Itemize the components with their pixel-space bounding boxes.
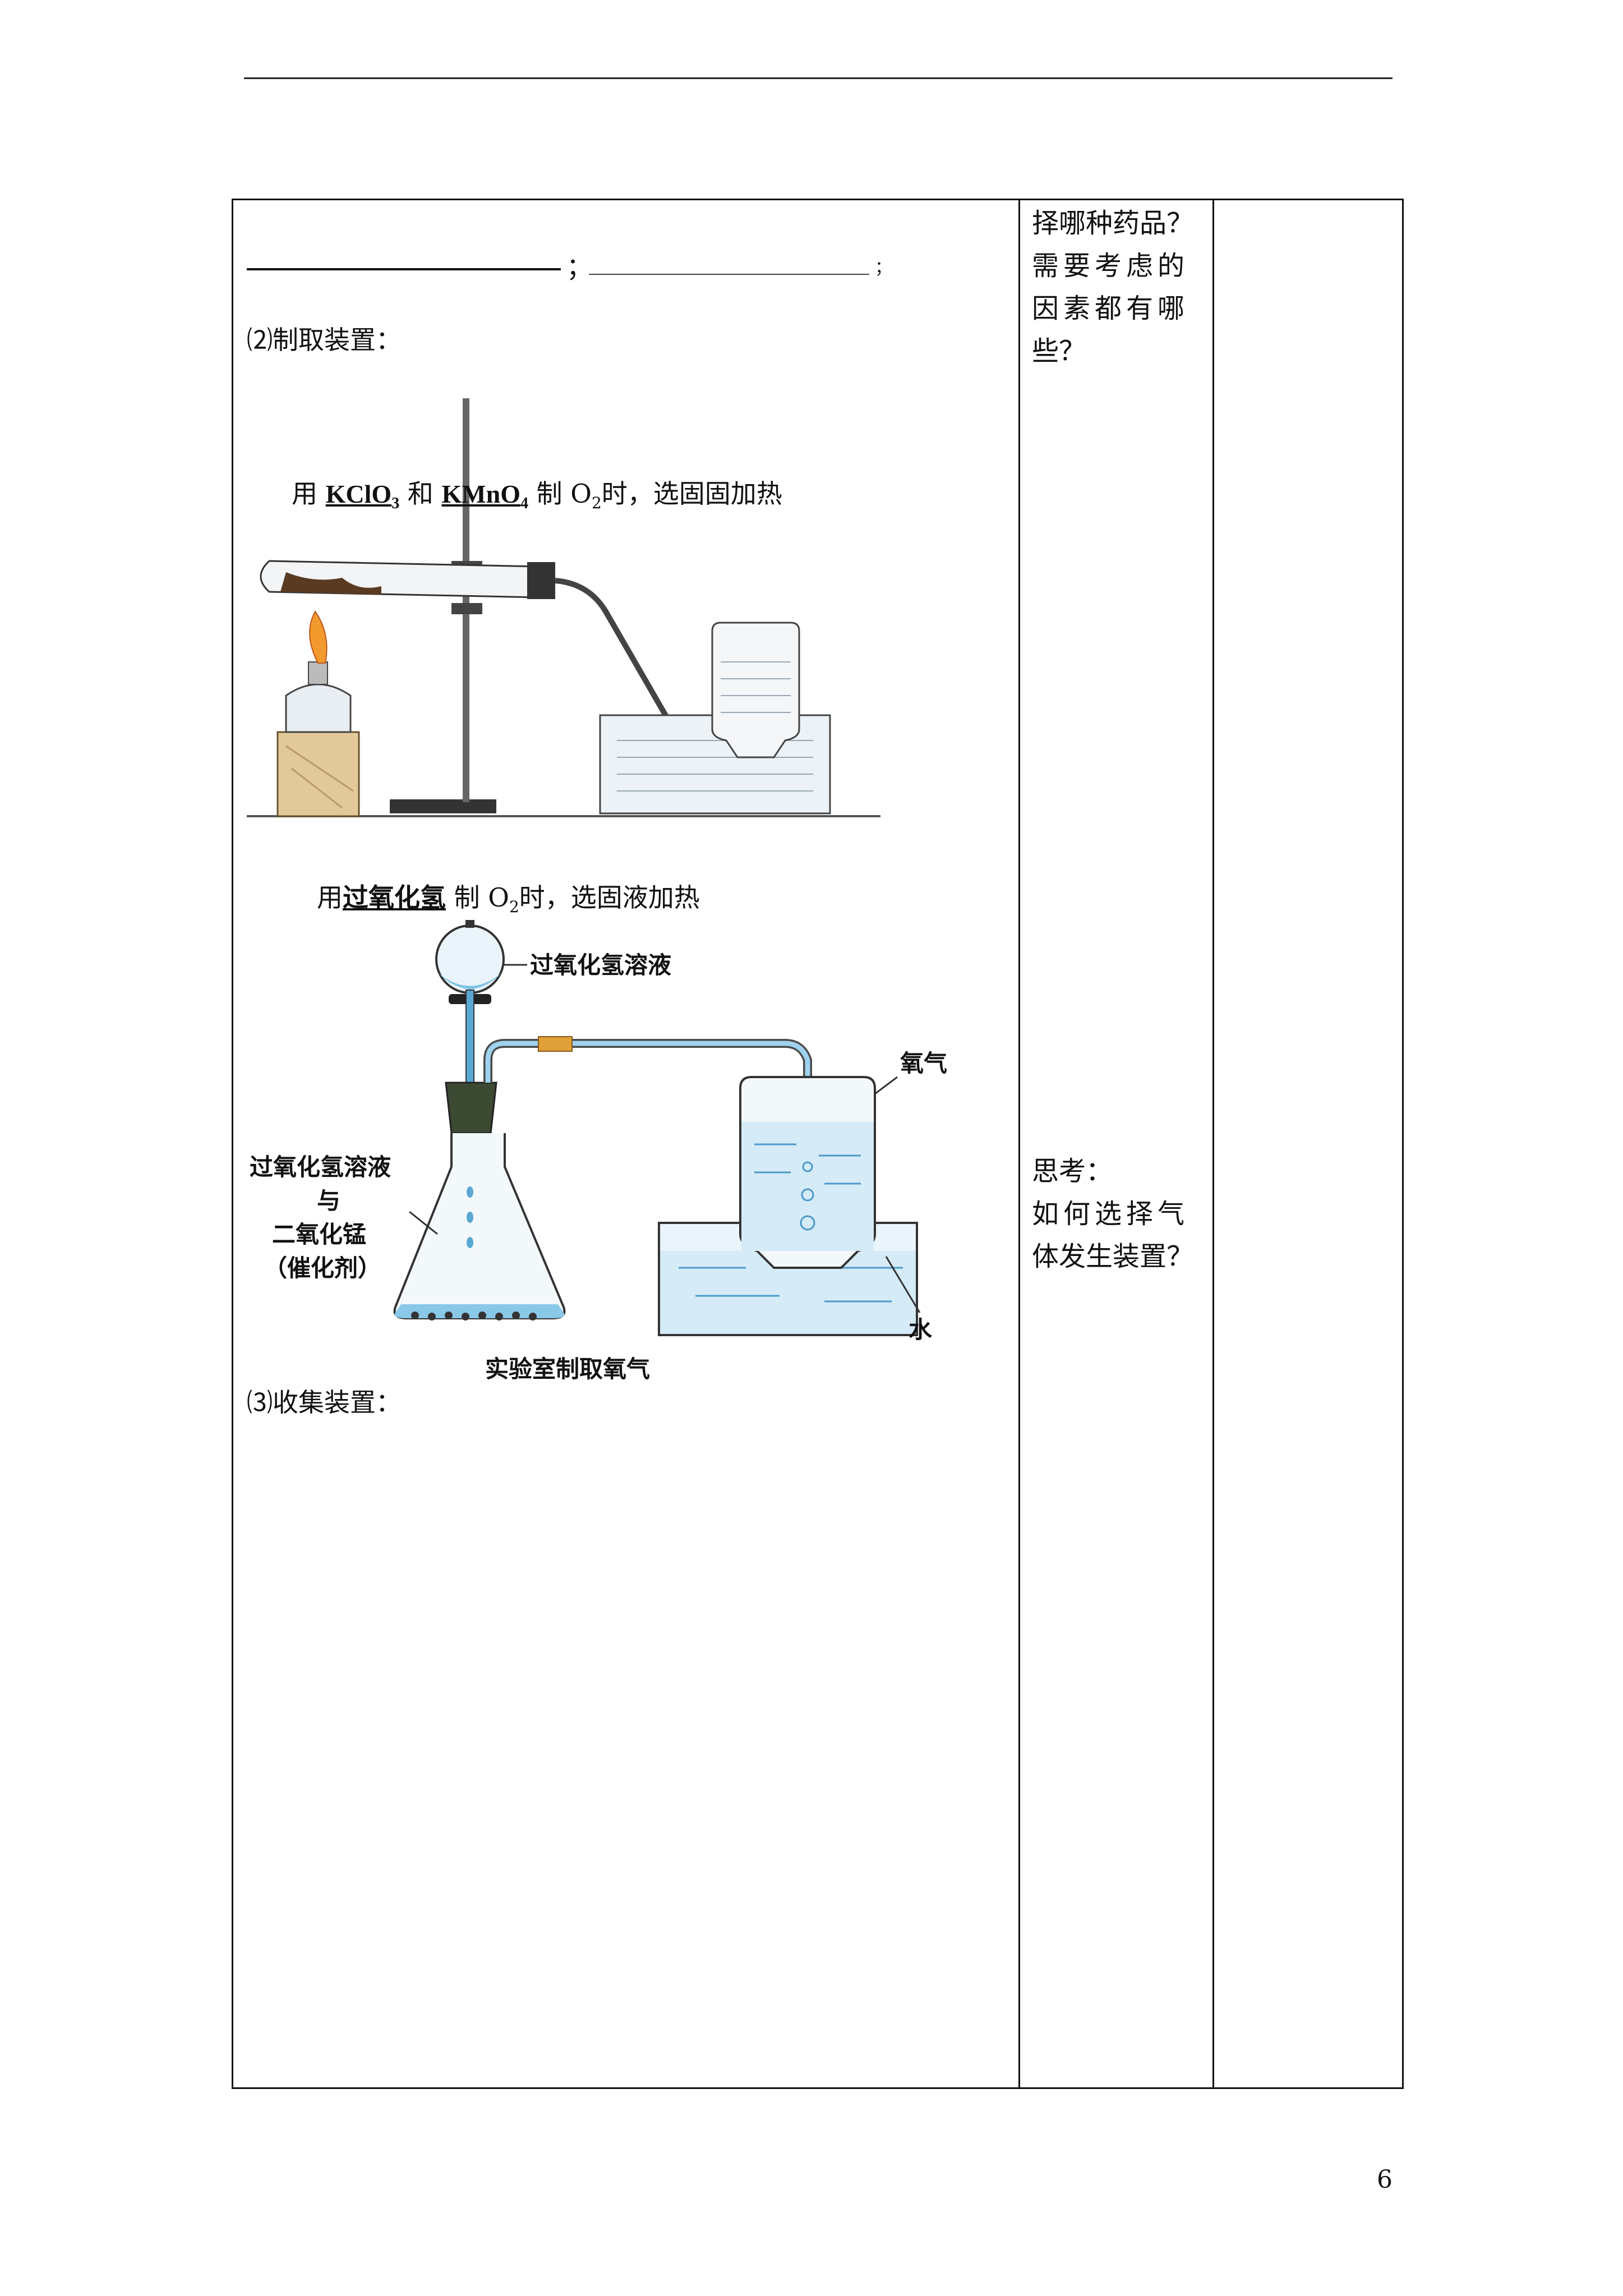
peroxide-apparatus-diagram: 过氧化氢溶液 氧气 过氧化氢溶液 与 二氧化锰 （催化剂） 水 实验室制取氧气 xyxy=(250,920,947,1383)
column-divider-1 xyxy=(1018,200,1020,2087)
header-rule xyxy=(244,77,1393,79)
semicolon-2: ； xyxy=(875,258,892,278)
h2o2-chem: 过氧化氢 xyxy=(343,882,446,913)
kmno4-formula: KMnO4 xyxy=(441,480,528,513)
h2o2-method: 时，选固液加热 xyxy=(519,882,700,913)
fill-in-blank-2 xyxy=(589,274,869,275)
section-2-heading: ⑵制取装置： xyxy=(247,325,402,355)
label-flask-line-2: 与 xyxy=(317,1187,340,1214)
diagram-caption: 实验室制取氧气 xyxy=(485,1355,650,1383)
label-flask-line-1: 过氧化氢溶液 xyxy=(250,1153,391,1181)
label-flask-line-3: 二氧化锰 xyxy=(272,1221,366,1248)
kclo3-tail: 制 O xyxy=(528,478,592,509)
fill-in-blank-1 xyxy=(247,268,561,270)
kclo3-prefix: 用 xyxy=(292,478,326,509)
h2o2-tail: 制 O xyxy=(446,882,509,913)
label-flask-line-4: （催化剂） xyxy=(264,1254,381,1282)
column-divider-2 xyxy=(1212,200,1214,2087)
h2o2-method-line: 用过氧化氢 制 O2时，选固液加热 xyxy=(317,882,700,917)
section-3-heading: ⑶收集装置： xyxy=(247,1387,402,1418)
kclo3-formula: KClO3 xyxy=(325,480,400,513)
kclo3-method-line: 用 KClO3 和 KMnO4 制 O2时，选固固加热 xyxy=(292,478,782,513)
side-note-drug-choice: 择哪种药品？ 需要考虑的 因素都有哪 些？ xyxy=(1032,208,1194,367)
label-funnel-solution: 过氧化氢溶液 xyxy=(530,951,671,979)
side-note-think: 思考： 如何选择气 体发生装置？ xyxy=(1032,1156,1194,1272)
label-oxygen: 氧气 xyxy=(900,1050,947,1077)
h2o2-prefix: 用 xyxy=(317,882,343,913)
page-number: 6 xyxy=(1377,2165,1393,2194)
kclo3-method: 时，选固固加热 xyxy=(601,478,782,509)
semicolon-1: ； xyxy=(566,252,592,282)
label-water: 水 xyxy=(909,1316,933,1343)
lesson-table-row xyxy=(232,199,1404,2089)
solid-heating-apparatus-diagram xyxy=(247,398,880,817)
kclo3-and: 和 xyxy=(399,478,442,509)
